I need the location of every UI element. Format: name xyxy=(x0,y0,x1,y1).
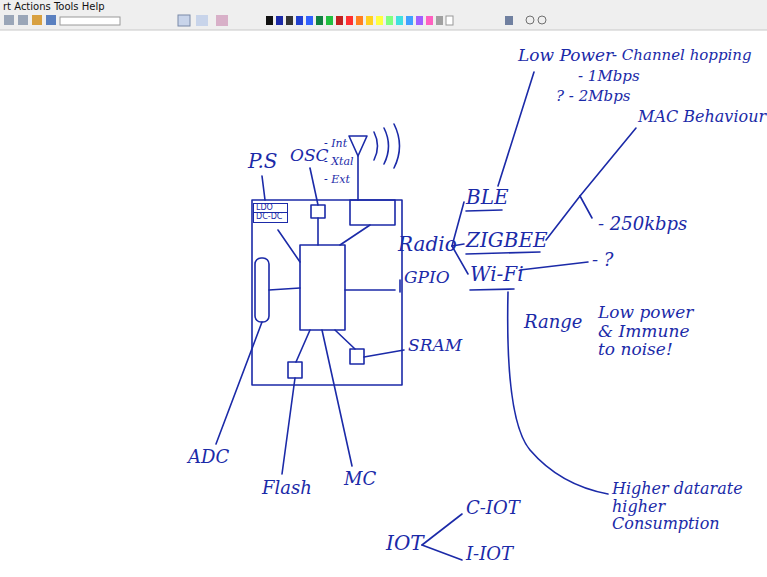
handwritten-note: P.S xyxy=(248,150,277,172)
handwritten-note: IOT xyxy=(386,532,424,554)
handwritten-note: Low power & Immune to noise! xyxy=(598,303,698,359)
handwritten-note: BLE xyxy=(466,186,509,208)
menu-bar-text: rt Actions Tools Help xyxy=(3,1,105,12)
block-label: DC-DC xyxy=(256,213,285,222)
handwritten-note: Higher datarate higher Consumption xyxy=(612,480,762,533)
handwritten-note: MAC Behaviour xyxy=(638,108,766,126)
handwritten-note: SRAM xyxy=(408,336,462,355)
handwritten-note: ? - 2Mbps xyxy=(556,88,630,105)
handwritten-note: ADC xyxy=(188,447,229,467)
handwritten-note: GPIO xyxy=(404,268,450,287)
handwritten-note: Radio xyxy=(398,233,457,255)
handwritten-note: C-IOT xyxy=(466,498,520,518)
toolbar xyxy=(0,0,767,30)
handwritten-note: - Xtal xyxy=(324,156,354,168)
handwritten-note: - Int xyxy=(324,138,347,150)
handwritten-note: - 1Mbps xyxy=(578,68,640,85)
regulator-block: DC-DC xyxy=(253,212,288,223)
handwritten-note: Wi-Fi xyxy=(470,263,524,285)
handwritten-note: - Channel hopping xyxy=(612,47,752,64)
handwritten-note: I-IOT xyxy=(466,544,513,564)
handwritten-note: MC xyxy=(344,469,376,489)
handwritten-note: OSC xyxy=(290,146,329,165)
handwritten-note: - Ext xyxy=(324,174,350,186)
chip-sketch xyxy=(216,72,636,560)
handwritten-note: Flash xyxy=(262,478,312,498)
handwritten-note: - 250kbps xyxy=(598,214,687,234)
handwritten-note: ZIGBEE xyxy=(466,229,548,251)
handwritten-note: Range xyxy=(524,312,582,332)
handwritten-note: Low Power xyxy=(518,46,613,65)
handwritten-note: - ? xyxy=(592,250,613,270)
